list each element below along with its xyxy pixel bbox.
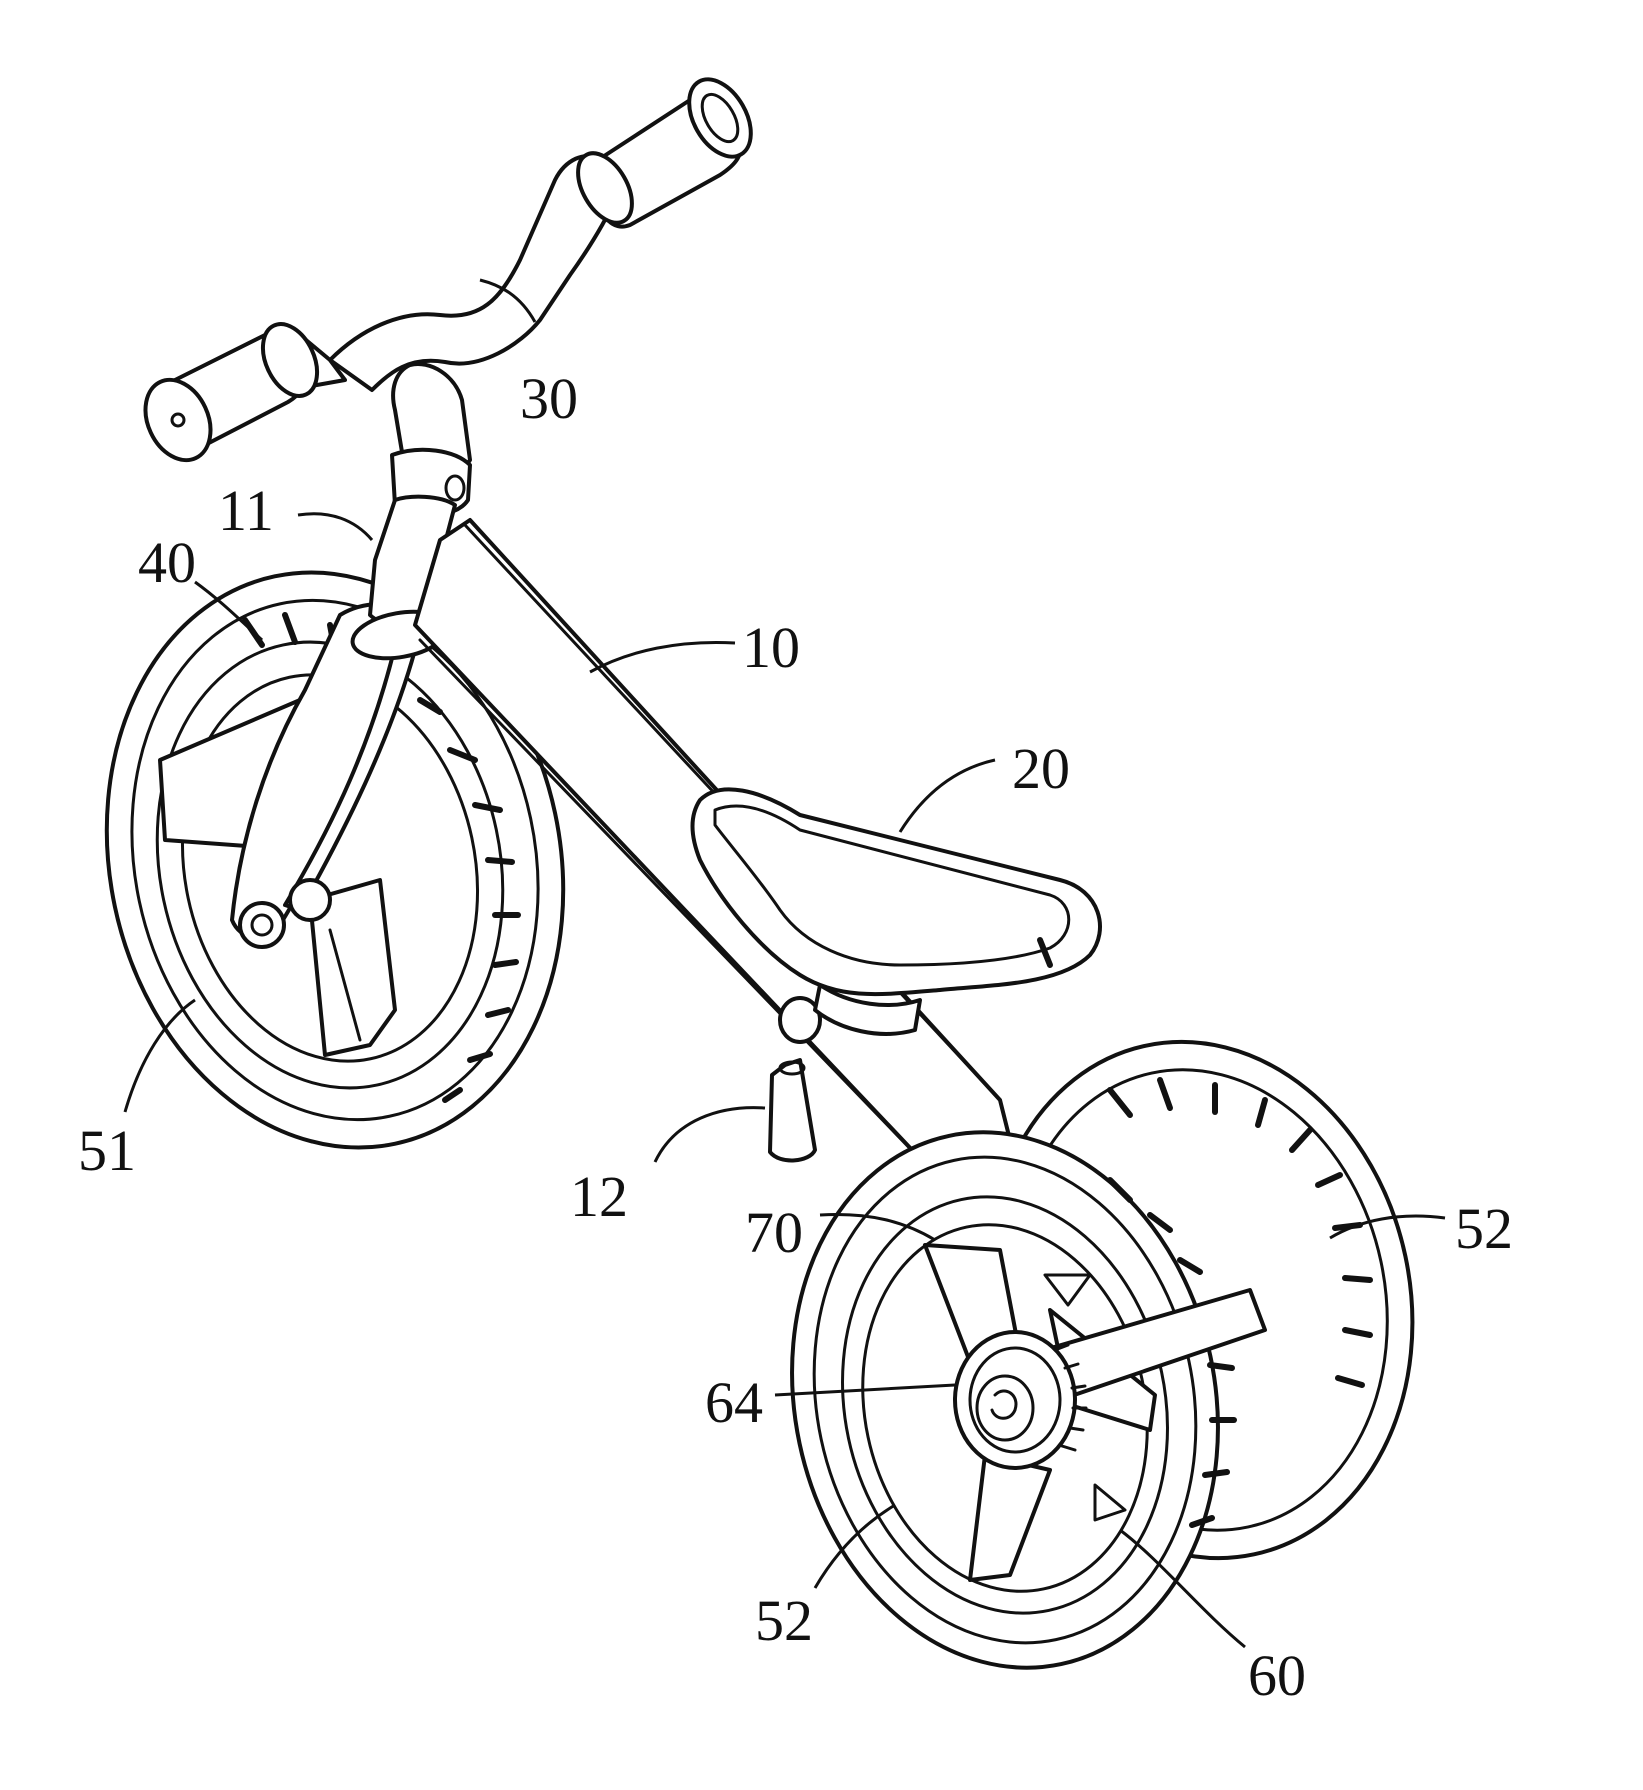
leader-11 [298, 514, 372, 540]
label-rear-wheel-left: 52 [755, 1588, 813, 1653]
leader-12 [655, 1108, 765, 1162]
leader-10 [590, 642, 735, 672]
label-hub-cap: 64 [705, 1370, 763, 1435]
label-front-wheel: 51 [78, 1118, 136, 1183]
label-seat: 20 [1012, 736, 1070, 801]
label-rear-wheel-right: 52 [1455, 1196, 1513, 1261]
label-kickstand: 12 [570, 1164, 628, 1229]
label-front-fork: 40 [138, 530, 196, 595]
leader-20 [900, 760, 995, 832]
label-handlebar: 30 [520, 366, 578, 431]
label-hub-assembly: 60 [1248, 1643, 1306, 1708]
label-wheel-insert: 70 [745, 1200, 803, 1265]
handlebar [133, 69, 763, 516]
label-frame: 10 [742, 615, 800, 680]
label-head-tube: 11 [218, 478, 274, 543]
kickstand [770, 1060, 815, 1160]
